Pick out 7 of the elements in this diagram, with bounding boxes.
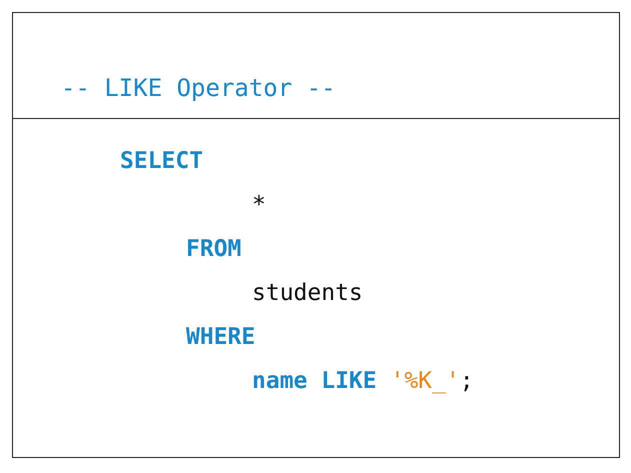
code-line: SELECT: [120, 147, 204, 176]
code-line: name LIKE '%K_';: [252, 367, 474, 396]
title-text: -- LIKE Operator --: [61, 73, 336, 103]
code-line: *: [252, 191, 266, 220]
code-line: WHERE: [186, 323, 256, 352]
code-line: FROM: [186, 235, 242, 264]
code-line: students: [252, 279, 363, 308]
